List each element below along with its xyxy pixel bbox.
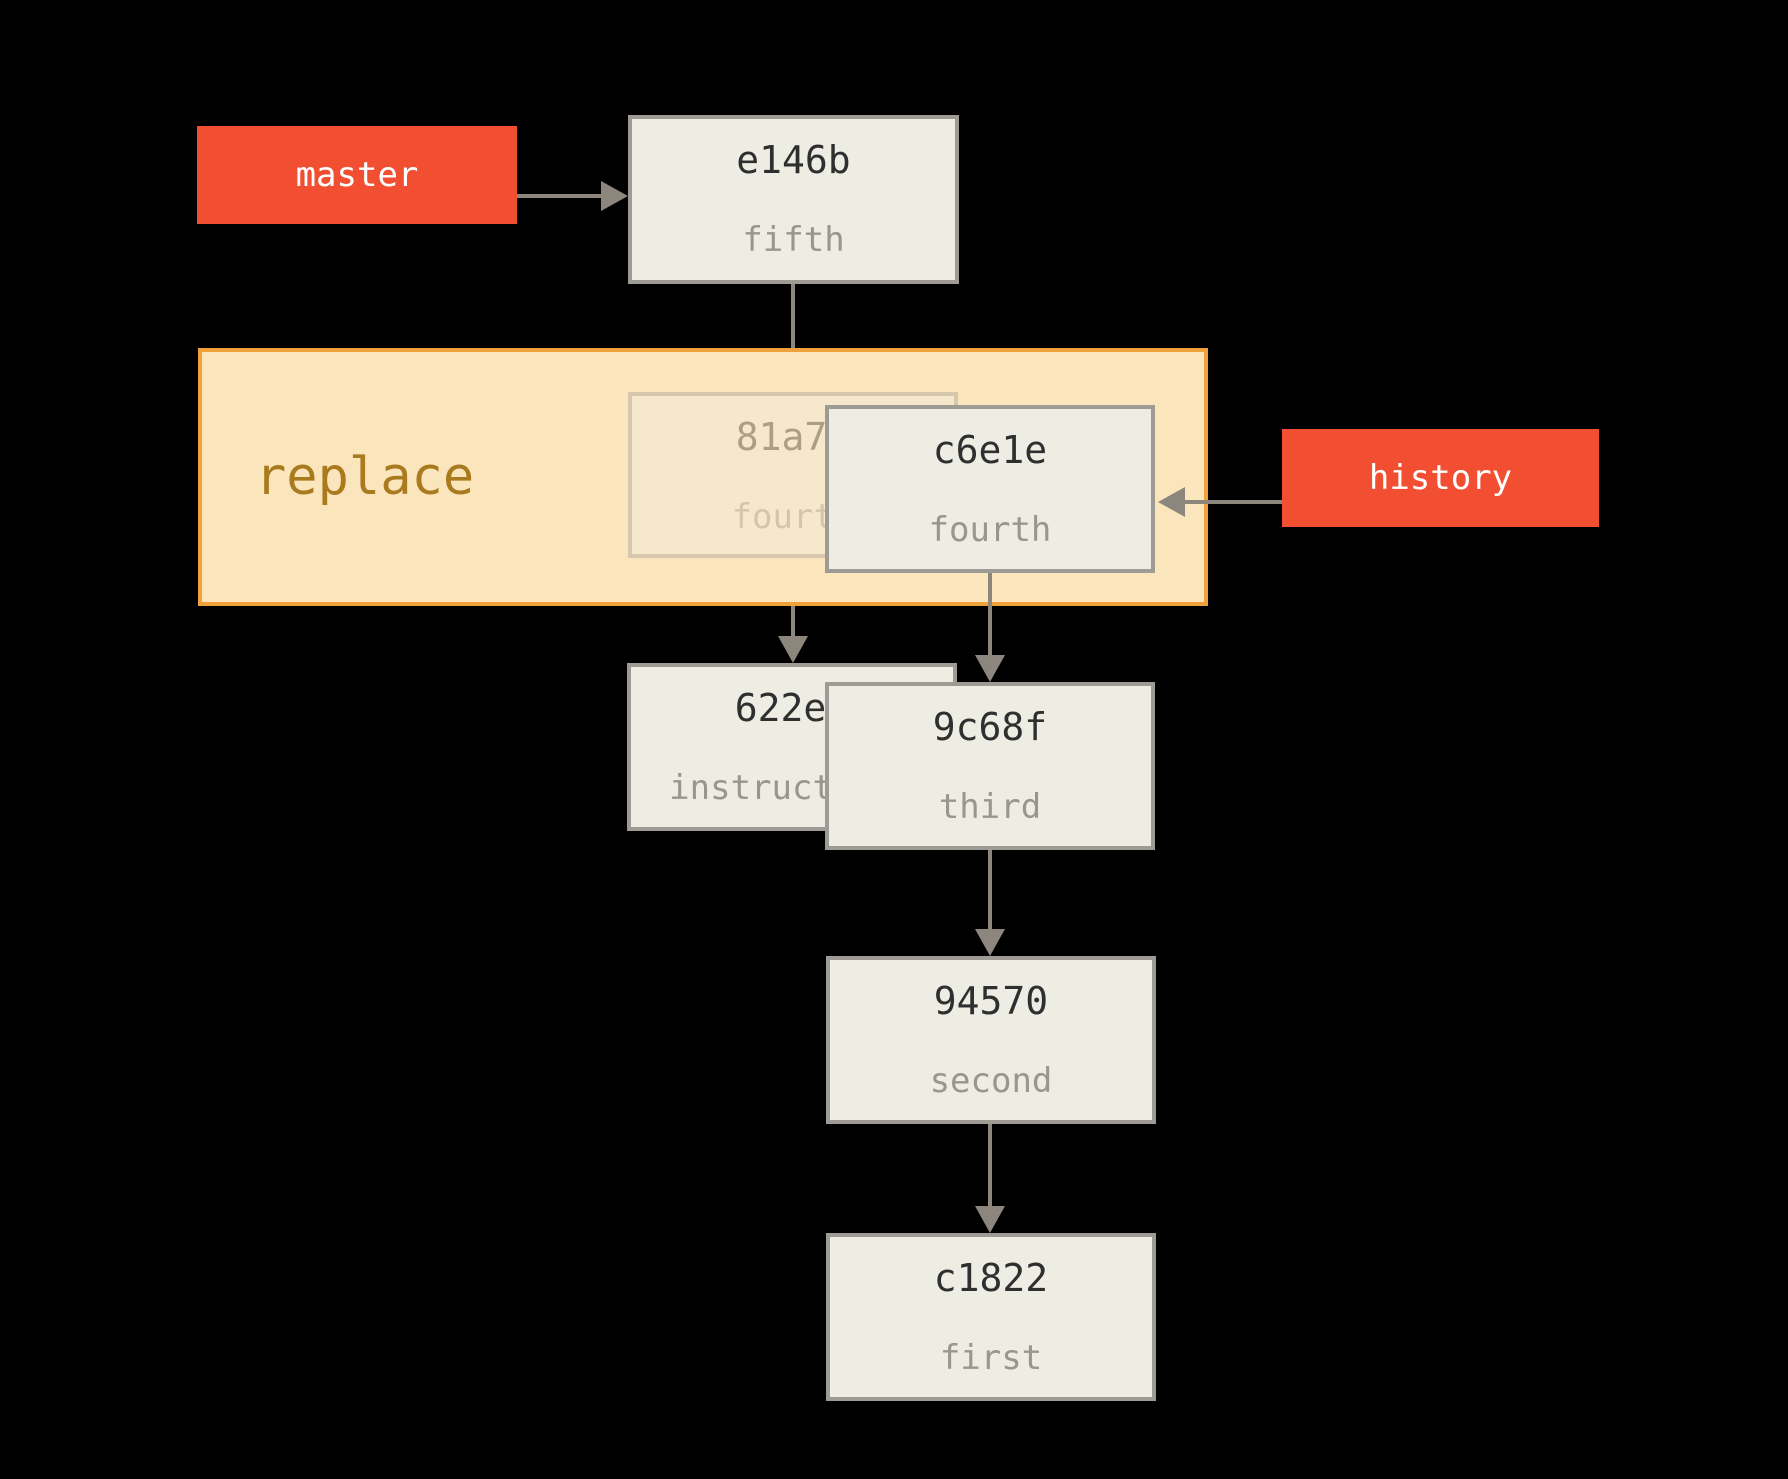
commit-box-c6e1e: c6e1e fourth [825,405,1155,573]
arrow-line-master-to-e146b [517,194,605,198]
commit-box-9c68f: 9c68f third [825,682,1155,850]
branch-label-history: history [1282,429,1599,527]
arrow-line-replace-to-622e8 [791,606,795,640]
replace-label: replace [255,447,475,507]
arrowhead-master-to-e146b [601,181,628,211]
commit-box-c1822: c1822 first [826,1233,1156,1401]
commit-hash: 9c68f [932,705,1048,749]
branch-label-history-text: history [1368,458,1513,498]
commit-hash: e146b [736,138,851,182]
commit-message: fifth [742,220,845,260]
arrowhead-replace-to-622e8 [778,636,808,663]
commit-box-e146b: e146b fifth [628,115,959,284]
commit-message: first [939,1338,1043,1378]
arrow-line-c6e1e-to-9c68f [988,573,992,659]
commit-hash: c1822 [933,1256,1049,1300]
arrow-line-9c68f-to-94570 [988,850,992,933]
branch-label-master-text: master [295,155,419,195]
line-e146b-to-replace-region [791,284,795,348]
commit-message: third [938,787,1042,827]
branch-label-master: master [197,126,517,224]
commit-box-94570: 94570 second [826,956,1156,1124]
arrowhead-history-to-c6e1e [1158,487,1185,517]
arrowhead-9c68f-to-94570 [975,929,1005,956]
commit-message: fourth [928,510,1052,550]
arrow-line-94570-to-c1822 [988,1124,992,1210]
arrow-line-history-to-c6e1e [1183,500,1282,504]
commit-message: second [929,1061,1053,1101]
arrowhead-c6e1e-to-9c68f [975,655,1005,682]
arrowhead-94570-to-c1822 [975,1206,1005,1233]
commit-hash: c6e1e [932,428,1048,472]
commit-hash: 94570 [933,979,1049,1023]
